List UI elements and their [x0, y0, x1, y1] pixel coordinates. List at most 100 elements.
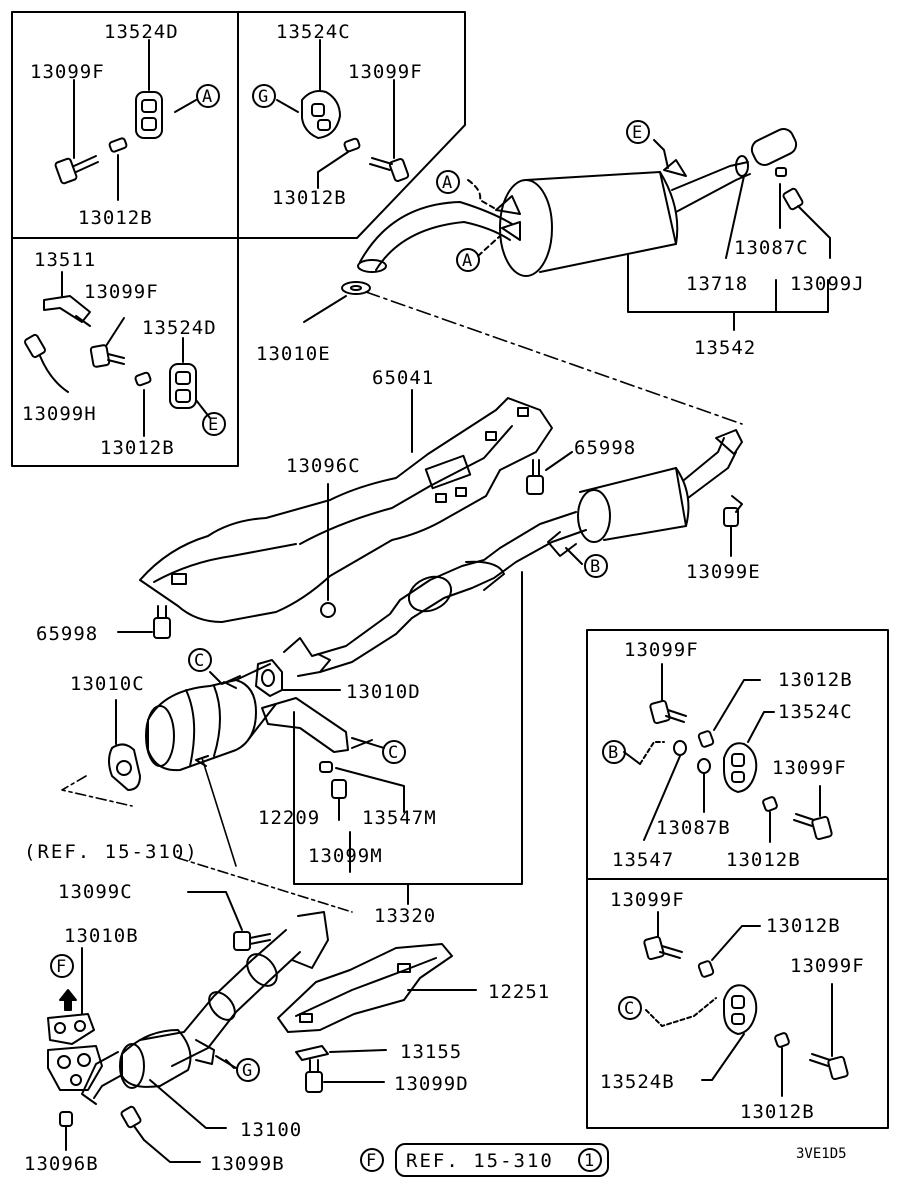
bracket-13155-drawing — [295, 1045, 387, 1061]
bolt-13099C-drawing — [187, 891, 271, 951]
label-65998-a: 65998 — [574, 437, 636, 459]
heat-protector-65041-drawing — [139, 389, 553, 623]
label-13087B: 13087B — [656, 817, 731, 839]
marker-a-2: A — [442, 173, 452, 193]
label-13099F-f: 13099F — [610, 889, 685, 911]
marker-c-1: C — [194, 651, 204, 671]
label-13524D-b: 13524D — [142, 317, 217, 339]
bolt-13099F-d-drawing — [649, 663, 687, 725]
heat-protector-12251-drawing — [277, 943, 477, 1033]
label-13099C: 13099C — [58, 881, 133, 903]
arrow-up-icon — [59, 989, 77, 1011]
hanger-13524C-drawing — [276, 39, 341, 139]
bolt-13099D-drawing — [305, 1059, 385, 1093]
ref-number-bottom: 1 — [584, 1151, 594, 1171]
label-13100: 13100 — [240, 1119, 302, 1141]
marker-a-1: A — [202, 87, 212, 107]
label-13099F-g: 13099F — [790, 955, 865, 977]
collar-13012B-g-drawing — [774, 1032, 790, 1097]
label-13012B-c: 13012B — [100, 437, 175, 459]
label-12209: 12209 — [258, 807, 320, 829]
collar-13012B-b-drawing — [317, 137, 361, 189]
label-13155: 13155 — [400, 1041, 462, 1063]
collar-13012B-d-drawing — [697, 679, 761, 748]
bolt-13099F-g-drawing — [809, 983, 849, 1081]
bracket-12209-drawing — [261, 697, 349, 873]
inset-box-mid-left — [11, 237, 239, 467]
label-13524D-a: 13524D — [104, 21, 179, 43]
inset-box-right — [586, 629, 889, 1129]
gasket-13010E-drawing — [303, 281, 371, 323]
label-65041: 65041 — [372, 367, 434, 389]
collar-13012B-e-drawing — [762, 796, 778, 843]
label-13012B-a: 13012B — [78, 207, 153, 229]
label-65998-b: 65998 — [36, 623, 98, 645]
ref-label-bottom: REF. 15-310 — [406, 1150, 554, 1172]
label-12251: 12251 — [488, 981, 550, 1003]
diagram-code: 3VE1D5 — [796, 1146, 847, 1162]
label-13099E: 13099E — [686, 561, 761, 583]
label-13524C-a: 13524C — [276, 21, 351, 43]
clamp-13547-drawing — [639, 740, 687, 841]
label-13511: 13511 — [34, 249, 96, 271]
collar-13012B-a-drawing — [108, 137, 128, 201]
collar-13012B-f-drawing — [697, 925, 761, 978]
label-13096B: 13096B — [24, 1153, 99, 1175]
marker-a-3: A — [462, 251, 472, 271]
marker-c-2: C — [388, 743, 398, 763]
hanger-13524D-b-drawing — [169, 337, 211, 419]
label-13524B: 13524B — [600, 1071, 675, 1093]
hanger-13524B-drawing — [645, 984, 758, 1081]
bracket-13511-drawing — [43, 271, 91, 327]
marker-f-2: F — [366, 1151, 376, 1171]
label-13099M: 13099M — [308, 845, 383, 867]
bolt-13099E-drawing — [723, 495, 743, 557]
center-pipe-13320-drawing — [283, 429, 743, 677]
label-13010C: 13010C — [70, 673, 145, 695]
part-labels: 13524D 13099F 13012B 13524C 13099F 13012… — [22, 21, 865, 1175]
bolt-13099F-e-drawing — [793, 785, 833, 841]
clamp-13087B-drawing — [697, 758, 711, 813]
marker-g-2: G — [242, 1061, 252, 1081]
marker-b-1: B — [590, 557, 600, 577]
catalytic-converter-drawing — [145, 663, 277, 772]
marker-b-2: B — [608, 743, 618, 763]
label-13099J: 13099J — [790, 273, 865, 295]
hanger-13524C-b-drawing — [723, 711, 775, 793]
label-13087C: 13087C — [734, 237, 809, 259]
marker-e-2: E — [208, 415, 218, 435]
label-13099B: 13099B — [210, 1153, 285, 1175]
bolt-13099B-drawing — [120, 1105, 201, 1163]
label-13099D: 13099D — [394, 1073, 469, 1095]
leader-13547M — [319, 761, 405, 813]
collar-13012B-c-drawing — [134, 371, 152, 437]
marker-circles — [50, 84, 650, 1177]
nut-13096B-drawing — [59, 1111, 73, 1151]
label-13099F-a: 13099F — [30, 61, 105, 83]
label-13099H: 13099H — [22, 403, 97, 425]
bolt-13099F-f-drawing — [643, 911, 683, 961]
gasket-13010B-drawing — [47, 947, 103, 1091]
label-13718: 13718 — [686, 273, 748, 295]
label-13012B-b: 13012B — [272, 187, 347, 209]
label-13099F-c: 13099F — [84, 281, 159, 303]
gasket-13010D-drawing — [255, 659, 341, 697]
nut-13096C-drawing — [320, 483, 336, 618]
label-13012B-g: 13012B — [740, 1101, 815, 1123]
label-13010B: 13010B — [64, 925, 139, 947]
label-13096C: 13096C — [286, 455, 361, 477]
marker-letters: A G A A E E B C C B F G C F REF. 15-310 … — [56, 87, 847, 1172]
label-13099F-e: 13099F — [772, 757, 847, 779]
bolt-65998-b-drawing — [117, 605, 171, 639]
label-13012B-d: 13012B — [778, 669, 853, 691]
marker-c-3: C — [624, 999, 634, 1019]
label-13524C-b: 13524C — [778, 701, 853, 723]
bolt-13099F-b-drawing — [369, 79, 410, 182]
label-13099F-d: 13099F — [624, 639, 699, 661]
gasket-13010C-drawing — [108, 699, 141, 791]
clamp-13087C-drawing — [775, 167, 804, 211]
label-13012B-e: 13012B — [726, 849, 801, 871]
marker-f-1: F — [56, 957, 66, 977]
bolt-65998-a-drawing — [526, 451, 573, 495]
